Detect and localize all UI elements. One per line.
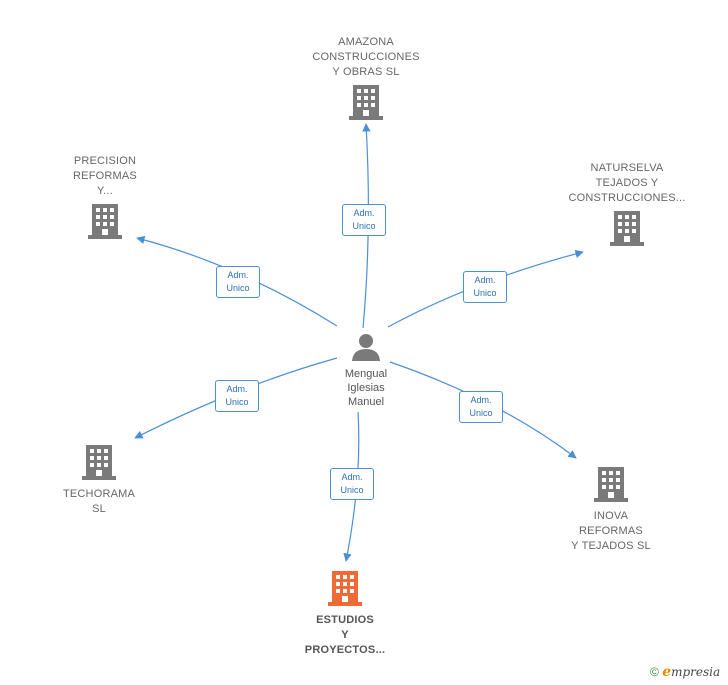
person-icon (352, 334, 380, 361)
brand-logo: empresia (662, 664, 721, 680)
company-node-techorama[interactable]: TECHORAMA SL (49, 444, 149, 517)
person-name: Mengual Iglesias Manuel (344, 368, 388, 408)
company-label: ESTUDIOS Y PROYECTOS... (304, 614, 386, 656)
relation-label-naturselva[interactable]: Adm.Unico (463, 271, 507, 303)
company-node-naturselva[interactable]: NATURSELVA TEJADOS Y CONSTRUCCIONES... (552, 161, 702, 251)
building-icon (88, 204, 122, 239)
relation-label-precision[interactable]: Adm.Unico (216, 266, 260, 298)
copyright-icon: © (650, 665, 659, 679)
company-label: TECHORAMA SL (62, 488, 136, 515)
building-icon (349, 85, 383, 120)
relation-label-amazona[interactable]: Adm.Unico (342, 204, 386, 236)
company-node-inova[interactable]: INOVA REFORMAS Y TEJADOS SL (551, 466, 671, 554)
company-label: PRECISION REFORMAS Y... (73, 155, 137, 197)
relation-label-estudios[interactable]: Adm.Unico (330, 468, 374, 500)
company-label: INOVA REFORMAS Y TEJADOS SL (571, 510, 651, 552)
building-icon (594, 467, 628, 502)
person-node[interactable]: Mengual Iglesias Manuel (326, 332, 406, 409)
company-node-estudios[interactable]: ESTUDIOS Y PROYECTOS... (285, 570, 405, 658)
relation-label-techorama[interactable]: Adm.Unico (215, 380, 259, 412)
company-label: NATURSELVA TEJADOS Y CONSTRUCCIONES... (568, 162, 686, 204)
footer-copyright: © empresia (650, 664, 720, 680)
company-node-amazona[interactable]: AMAZONA CONSTRUCCIONES Y OBRAS SL (296, 35, 436, 125)
company-label: AMAZONA CONSTRUCCIONES Y OBRAS SL (312, 36, 420, 78)
building-icon (82, 445, 116, 480)
building-icon (610, 211, 644, 246)
relation-label-inova[interactable]: Adm.Unico (459, 391, 503, 423)
building-icon-highlighted (328, 571, 362, 606)
company-node-precision[interactable]: PRECISION REFORMAS Y... (55, 154, 155, 244)
